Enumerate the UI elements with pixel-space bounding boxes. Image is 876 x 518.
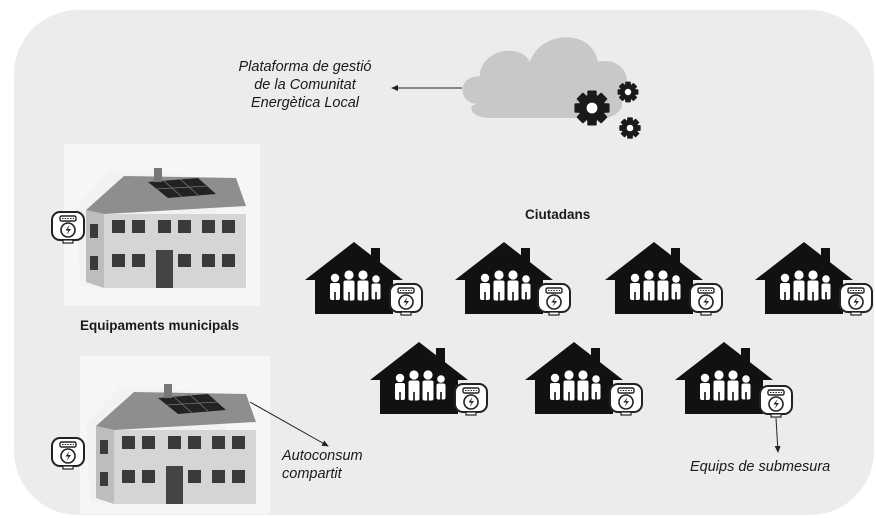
- family-house-icon: [304, 241, 404, 315]
- family-house-icon: [674, 341, 774, 415]
- smart-meter-icon: [839, 283, 873, 316]
- platform-label: Plataforma de gestió de la Comunitat Ene…: [205, 58, 405, 112]
- municipal-label: Equipaments municipals: [80, 318, 240, 333]
- family-house-icon: [604, 241, 704, 315]
- smart-meter-icon: [51, 211, 85, 244]
- selfconsumption-label-line: Autoconsum: [282, 448, 363, 464]
- platform-label-line: de la Comunitat: [254, 77, 356, 93]
- family-house-icon: [369, 341, 469, 415]
- selfconsumption-label: Autoconsum compartit: [282, 447, 363, 483]
- smart-meter-icon: [454, 383, 488, 416]
- smart-meter-icon: [51, 437, 85, 470]
- citizens-label: Ciutadans: [525, 207, 591, 222]
- family-house-icon: [524, 341, 624, 415]
- selfconsumption-label-line: compartit: [282, 466, 342, 482]
- smart-meter-icon: [537, 283, 571, 316]
- smart-meter-icon: [689, 283, 723, 316]
- smart-meter-icon: [759, 385, 793, 418]
- smart-meter-icon: [609, 383, 643, 416]
- selfconsumption-arrow: [249, 401, 329, 447]
- municipal-building-icon: [75, 167, 247, 289]
- smart-meter-icon: [389, 283, 423, 316]
- family-house-icon: [754, 241, 854, 315]
- submetering-arrow: [774, 417, 781, 453]
- cloud-gears-icon: [462, 37, 641, 139]
- platform-label-line: Energètica Local: [250, 95, 359, 111]
- platform-label-line: Plataforma de gestió: [238, 59, 372, 75]
- municipal-building-icon: [85, 383, 257, 505]
- submetering-label: Equips de submesura: [690, 459, 831, 475]
